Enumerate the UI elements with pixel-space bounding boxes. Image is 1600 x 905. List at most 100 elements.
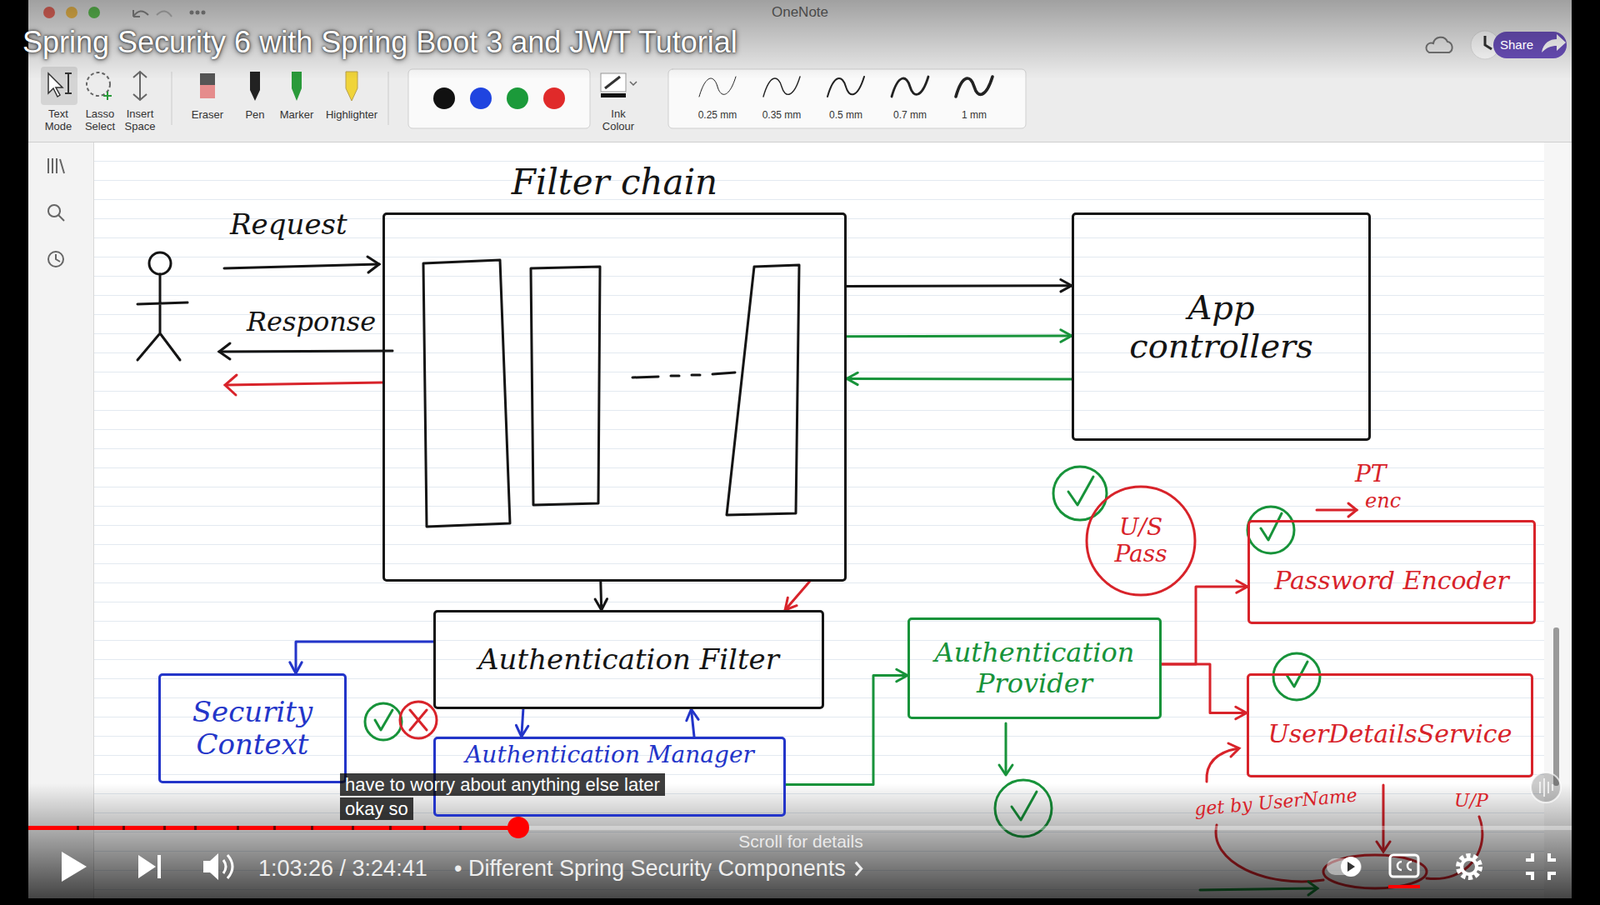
node-label: Authentication Manager xyxy=(465,741,755,769)
connector xyxy=(686,709,699,737)
connector-line xyxy=(846,284,1072,288)
process-box: Security Context xyxy=(158,673,347,784)
connector xyxy=(595,581,607,610)
node-label: Security Context xyxy=(173,695,332,761)
stroke-size: 0.7 mm xyxy=(893,110,927,122)
arrowhead xyxy=(1235,706,1247,719)
settings-icon xyxy=(1458,855,1480,878)
connector xyxy=(290,641,434,674)
ink-colour-icon-part xyxy=(630,81,637,85)
colour-palette-part xyxy=(433,87,455,110)
user-figure-part xyxy=(137,274,188,360)
circle-node: U/S Pass xyxy=(1085,485,1197,597)
arrowhead xyxy=(1060,330,1072,342)
node-label: Authentication Provider xyxy=(922,637,1148,700)
stroke-widths-part xyxy=(699,76,736,97)
filter-columns-part xyxy=(530,266,600,505)
connector xyxy=(1161,580,1248,665)
exit-fullscreen-icon-part xyxy=(1525,853,1556,880)
ink-colour-icon-part xyxy=(600,93,626,98)
connector-line xyxy=(1161,664,1247,713)
next-icon-part xyxy=(138,855,156,879)
progress-bar-part-part xyxy=(310,825,314,830)
tool-label: Highlighter xyxy=(325,109,378,122)
user-figure xyxy=(137,252,188,360)
settings-icon-part xyxy=(1458,855,1480,878)
encode-arrow-part xyxy=(1348,503,1357,517)
process-box: Filter chain xyxy=(382,212,847,582)
sidebar-icons-part xyxy=(48,251,64,267)
request-arrow xyxy=(224,256,380,273)
check-mark-part xyxy=(375,710,393,730)
subtitle-line: have to worry about anything else later xyxy=(340,773,665,796)
colour-palette-part xyxy=(470,87,492,110)
arrowhead xyxy=(686,709,699,721)
connector-line xyxy=(295,641,434,674)
progress-bar-part-part xyxy=(423,825,426,830)
progress-bar-part-part xyxy=(389,825,392,830)
progress-bar-part-part xyxy=(76,825,80,830)
autoplay-toggle-part xyxy=(1347,861,1355,872)
connector xyxy=(846,280,1072,292)
tool-label: Insert Space xyxy=(117,108,163,134)
next-icon-part xyxy=(157,855,161,879)
note: PT xyxy=(1355,460,1387,488)
process-box: Authentication Filter xyxy=(433,610,825,710)
flow-label: Response xyxy=(246,306,376,338)
node-label: UserDetailsService xyxy=(1268,720,1513,750)
tool-label: Text Mode xyxy=(36,108,80,134)
process-box: UserDetailsService xyxy=(1246,673,1534,778)
settings-icon-part xyxy=(1461,859,1477,875)
tool-label: Marker xyxy=(280,109,314,122)
progress-bar-part xyxy=(28,825,519,830)
connector xyxy=(785,669,908,785)
response-return-arrow-part xyxy=(225,375,237,395)
subtitle-line: okay so xyxy=(340,797,414,820)
node-label: U/S Pass xyxy=(1105,514,1176,568)
filter-columns xyxy=(423,260,800,527)
response-return-arrow xyxy=(225,375,383,395)
time-display: 1:03:26 / 3:24:41 xyxy=(258,855,428,882)
connector xyxy=(785,581,810,610)
chapter-chevron xyxy=(855,862,862,876)
stroke-widths-part xyxy=(891,76,929,97)
encode-arrow-part xyxy=(1316,509,1357,512)
connector xyxy=(846,330,1072,342)
stroke-widths-part xyxy=(955,76,993,97)
exit-fullscreen-icon xyxy=(1525,853,1556,880)
connector xyxy=(515,709,528,737)
captions-icon-part xyxy=(1390,855,1419,877)
stroke-size: 0.5 mm xyxy=(829,110,863,122)
insert-space-icon-part xyxy=(133,94,147,100)
request-arrow-part xyxy=(367,256,380,273)
arrowhead xyxy=(1060,280,1072,292)
stroke-size: 0.35 mm xyxy=(762,110,802,122)
connector xyxy=(1161,664,1247,720)
connector xyxy=(846,372,1072,385)
volume-icon-part xyxy=(203,853,219,880)
tool-label: Pen xyxy=(245,109,265,122)
sound-badge-part xyxy=(1540,778,1553,797)
heading: Filter chain xyxy=(385,162,845,203)
progress-bar-part xyxy=(76,825,462,830)
request-arrow-part xyxy=(224,264,380,269)
sidebar-icons xyxy=(48,158,65,267)
node-label: App controllers xyxy=(1100,288,1343,365)
encode-arrow xyxy=(1316,503,1357,517)
progress-bar-part xyxy=(28,825,1572,830)
progress-bar-part-part xyxy=(122,825,125,830)
stroke-size: 0.25 mm xyxy=(698,110,738,122)
flow-label: Request xyxy=(230,208,348,241)
check-mark-part xyxy=(1260,513,1282,540)
filter-columns-part xyxy=(726,265,800,515)
note: U/P xyxy=(1454,790,1489,811)
cross-mark-part xyxy=(410,710,427,730)
response-arrow xyxy=(219,343,393,360)
separator xyxy=(171,71,389,125)
sound-badge-part xyxy=(1530,772,1561,803)
tool-label: Eraser xyxy=(191,109,224,122)
progress-bar-part-part xyxy=(273,825,276,830)
cross-mark-part xyxy=(400,701,437,739)
